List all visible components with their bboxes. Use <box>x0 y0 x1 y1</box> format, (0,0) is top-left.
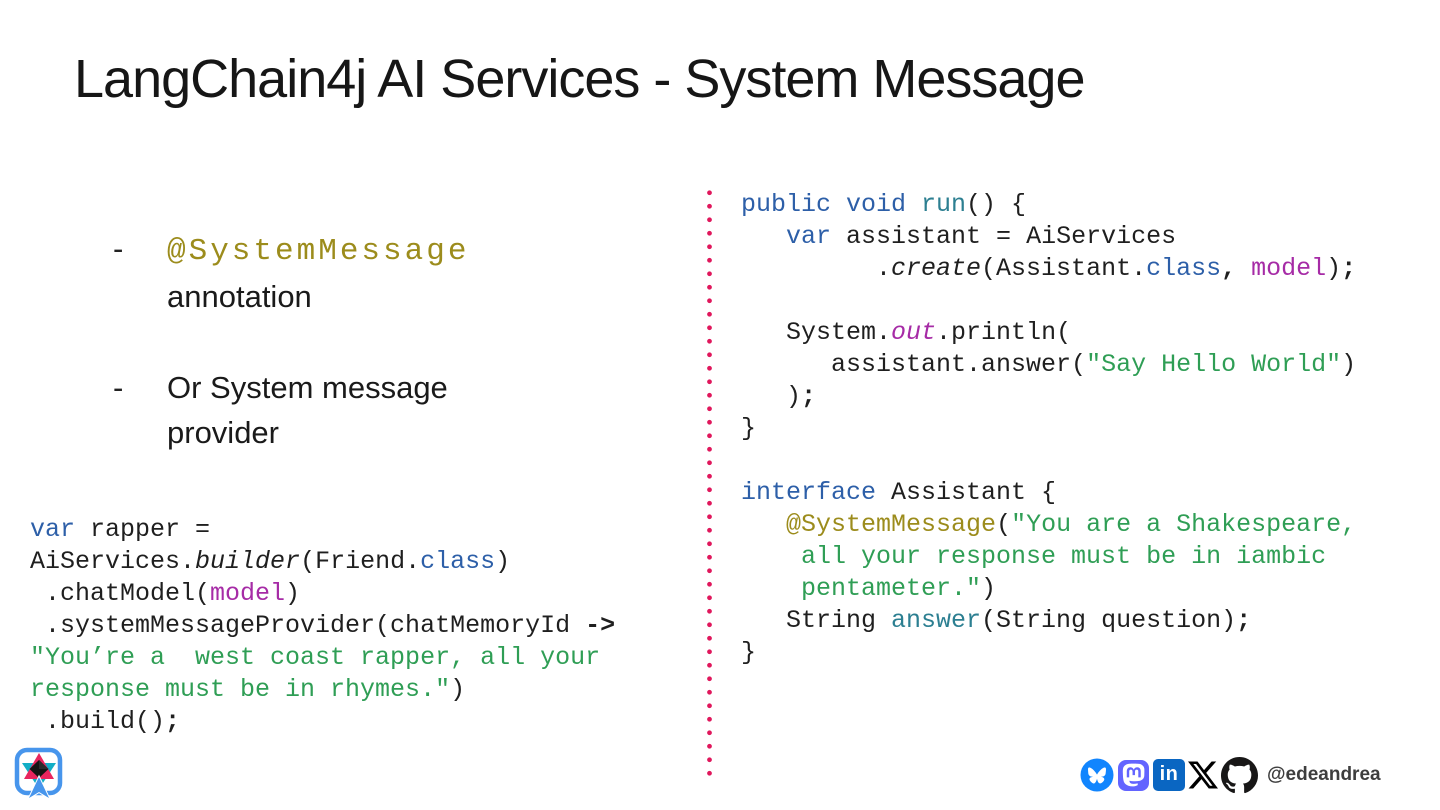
github-icon[interactable] <box>1221 756 1258 794</box>
code-block-system-message-provider: var rapper =AiServices.builder(Friend.cl… <box>30 515 616 736</box>
social-handle: @edeandrea <box>1267 764 1381 785</box>
bullet-content: @SystemMessage annotation <box>167 226 527 319</box>
cube-star-logo <box>12 746 66 802</box>
bullet-text: annotation <box>167 279 312 314</box>
social-bar: in @edeandrea <box>1080 755 1381 795</box>
bullet-marker: - <box>113 231 124 266</box>
system-message-annotation-label: @SystemMessage <box>167 234 470 269</box>
linkedin-icon[interactable]: in <box>1153 759 1185 791</box>
list-item: - @SystemMessage annotation <box>113 226 633 319</box>
mastodon-icon[interactable] <box>1117 759 1150 792</box>
linkedin-label: in <box>1159 762 1179 785</box>
bullet-list: - @SystemMessage annotation - Or System … <box>113 226 633 501</box>
bullet-text: Or System message provider <box>167 370 448 450</box>
code-block-assistant-interface: public void run() { var assistant = AiSe… <box>741 190 1357 667</box>
list-item: - Or System message provider <box>113 365 633 455</box>
x-icon[interactable] <box>1188 760 1218 790</box>
dotted-separator <box>707 186 712 782</box>
page-title: LangChain4j AI Services - System Message <box>74 49 1085 109</box>
bluesky-icon[interactable] <box>1080 758 1114 792</box>
bullet-marker: - <box>113 370 124 405</box>
